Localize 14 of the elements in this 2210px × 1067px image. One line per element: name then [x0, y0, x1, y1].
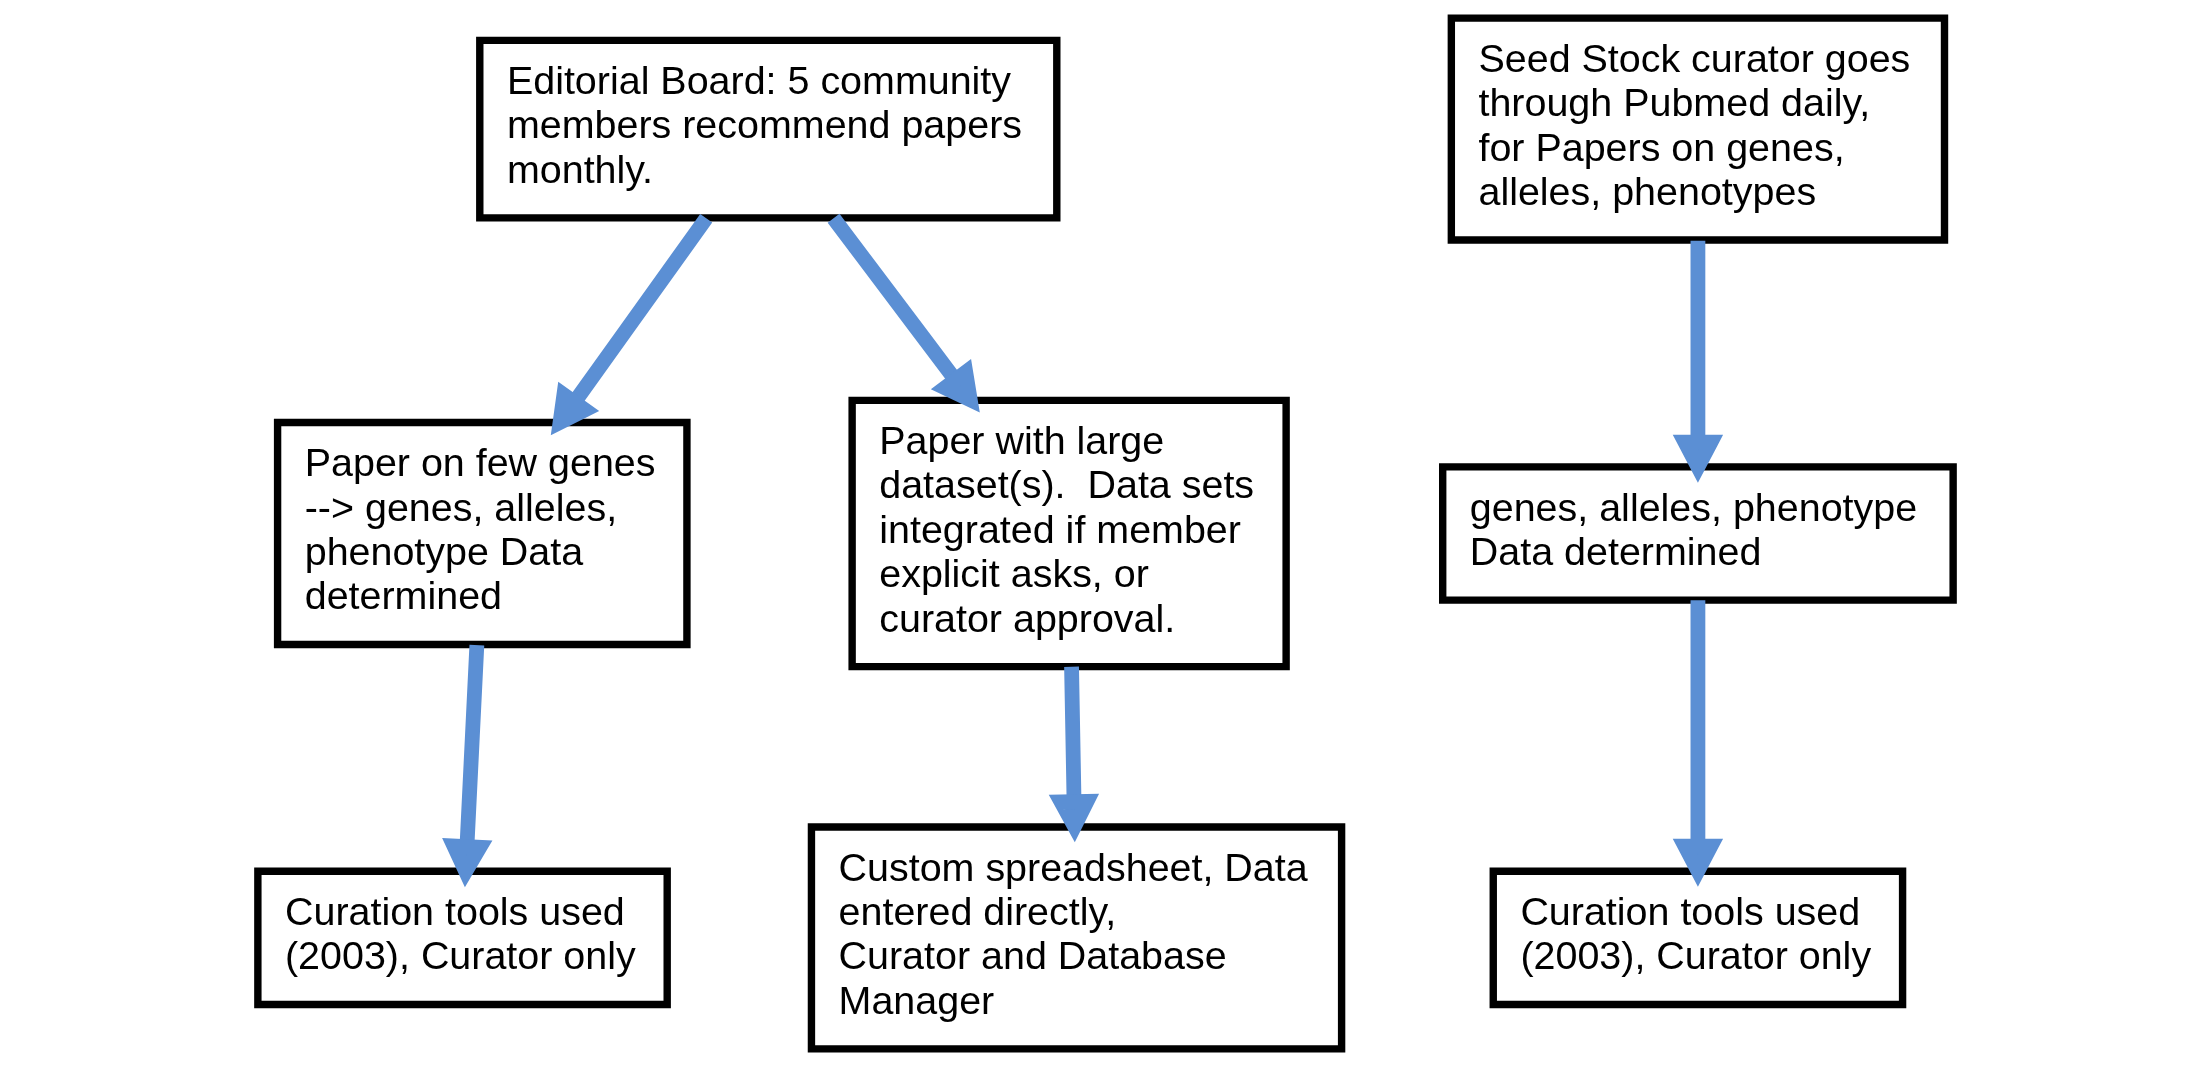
arrow	[441, 644, 492, 888]
node-box: Paper on few genes --> genes, alleles, phenotype Data determined	[273, 418, 691, 649]
node-box: Curation tools used (2003), Curator only	[253, 867, 671, 1009]
node-box: genes, alleles, phenotype Data determined	[1438, 463, 1957, 604]
node-box: Seed Stock curator goes through Pubmed daily, for Papers on genes, alleles, phenotypes	[1447, 14, 1948, 244]
node-box: Curation tools used (2003), Curator only	[1489, 867, 1906, 1009]
arrow	[1672, 600, 1723, 887]
node-box: Editorial Board: 5 community members recommend papers monthly.	[475, 36, 1060, 222]
arrow	[550, 213, 712, 436]
arrow	[1048, 666, 1099, 843]
arrow	[1672, 240, 1723, 483]
node-box: Custom spreadsheet, Data entered directly, Curator and Database Manager	[807, 823, 1345, 1053]
node-box: Paper with large dataset(s). Data sets integrated if member explicit asks, or curator approval.	[847, 396, 1290, 671]
arrow	[827, 213, 980, 413]
